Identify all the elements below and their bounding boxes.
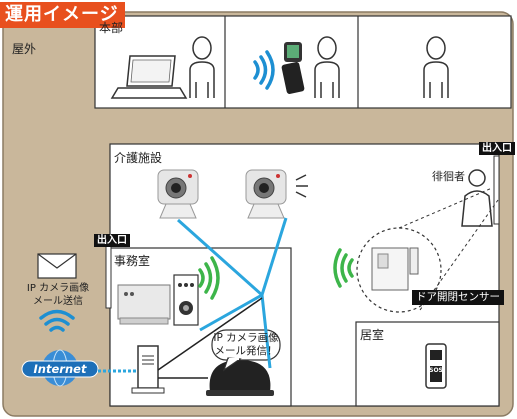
speech-bubble (211, 329, 281, 372)
headquarters-label: 本部 (99, 21, 124, 35)
wifi-icon-left (39, 309, 75, 332)
bubble-text-line2: メール発信！ (214, 345, 278, 357)
wifi-icon-sensor (333, 248, 354, 288)
person-icon-phone (314, 36, 340, 98)
office-label: 事務室 (114, 254, 151, 268)
sos-label: SOS (429, 367, 443, 374)
living-room-label: 居室 (360, 328, 385, 342)
internet-banner (21, 360, 99, 378)
lan-cables (157, 297, 263, 379)
wifi-icon-office (198, 256, 220, 300)
exit-door-right (493, 155, 500, 225)
laptop-icon (110, 55, 188, 99)
page-title: 運用イメージ (0, 2, 125, 28)
door-sensor-label: ドア開閉センサー (412, 290, 504, 305)
person-icon-right (423, 36, 449, 98)
sos-button-device (425, 343, 447, 389)
router-icon (131, 345, 165, 394)
network-cables (177, 217, 288, 369)
mail-icon (37, 253, 77, 279)
outdoor-label: 屋外 (12, 42, 37, 56)
mail-caption-line2: メール送信 (33, 296, 83, 307)
wanderer-label: 徘徊者 (432, 170, 465, 183)
facility-label: 介護施設 (114, 151, 163, 165)
internet-label: Internet (33, 362, 87, 376)
ip-camera-icon-1 (157, 169, 199, 219)
exit-label-right: 出入口 (479, 142, 515, 155)
mail-caption-line1: IP カメラ画像 (26, 283, 90, 294)
exit-door-left (105, 243, 112, 309)
mobile-phone-icon (281, 42, 305, 94)
receiver-unit-icon (117, 284, 171, 325)
person-icon-hq (189, 36, 215, 98)
wanderer-icon (461, 169, 493, 227)
exit-label-left: 出入口 (94, 234, 130, 247)
wifi-icon-phone (253, 50, 275, 90)
control-box-icon (173, 274, 199, 326)
motion-detect-icon (295, 174, 308, 198)
bubble-text-line1: IP カメラ画像 (213, 332, 279, 344)
ip-camera-icon-2 (245, 169, 287, 219)
